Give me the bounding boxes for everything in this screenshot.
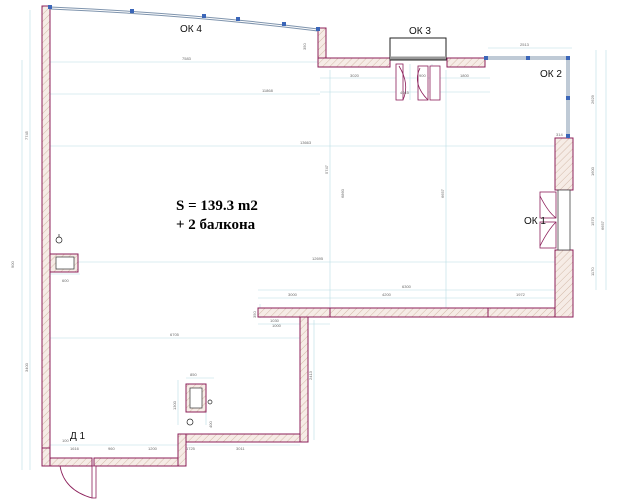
wall-top-right-seg (446, 57, 486, 68)
balcony-ok3[interactable] (389, 37, 447, 61)
area-line-1: S = 139.3 m2 (176, 198, 258, 214)
label-door: Д 1 (70, 431, 86, 442)
window-ok1[interactable] (539, 189, 571, 251)
svg-text:1200: 1200 (148, 446, 158, 451)
svg-text:1300: 1300 (172, 400, 177, 410)
svg-text:6300: 6300 (402, 284, 412, 289)
wall-bottom-right (177, 433, 187, 467)
wall-top-short (317, 27, 327, 59)
wall-left-lower (41, 447, 51, 467)
svg-text:3011: 3011 (236, 446, 245, 451)
wall-lower-vertical (299, 313, 309, 443)
balcony-door-ok3[interactable] (395, 63, 441, 101)
svg-text:4200: 4200 (382, 292, 392, 297)
svg-text:850: 850 (190, 372, 197, 377)
wall-bottom-mid (93, 457, 183, 467)
svg-text:2413: 2413 (308, 370, 313, 380)
svg-text:100: 100 (62, 438, 69, 443)
label-ok4: ОК 4 (180, 24, 202, 35)
svg-text:1030: 1030 (270, 318, 280, 323)
dimension-labels: 7583 11868 3020 900 1800 2513 13663 1269… (10, 42, 605, 451)
svg-text:7745: 7745 (24, 130, 29, 140)
wall-bay-left (257, 307, 331, 318)
dimension-lines (21, 10, 607, 470)
svg-text:314: 314 (556, 132, 563, 137)
svg-text:1570: 1570 (590, 216, 595, 226)
wall-left-upper (41, 5, 51, 449)
label-ok3: ОК 3 (409, 26, 431, 37)
svg-text:600: 600 (62, 278, 69, 283)
svg-text:6657: 6657 (600, 220, 605, 230)
svg-text:3000: 3000 (288, 292, 298, 297)
svg-text:960: 960 (108, 446, 115, 451)
wall-right-upper (554, 137, 574, 191)
svg-text:1616: 1616 (70, 446, 80, 451)
svg-text:1972: 1972 (516, 292, 526, 297)
svg-text:350: 350 (252, 311, 257, 318)
svg-text:13663: 13663 (300, 140, 312, 145)
svg-text:6860: 6860 (340, 188, 345, 198)
svg-text:3020: 3020 (350, 73, 360, 78)
svg-text:6657: 6657 (440, 188, 445, 198)
window-ok2[interactable] (484, 56, 570, 138)
svg-text:1725: 1725 (186, 446, 196, 451)
svg-text:4015: 4015 (400, 90, 410, 95)
svg-text:900: 900 (10, 261, 15, 268)
svg-text:6705: 6705 (170, 332, 180, 337)
wall-bay-right (487, 307, 559, 318)
svg-text:11868: 11868 (262, 88, 274, 93)
svg-text:1170: 1170 (590, 267, 595, 276)
svg-text:2513: 2513 (520, 42, 530, 47)
window-ok4-posts (48, 5, 320, 31)
wall-right-lower (554, 249, 574, 318)
svg-text:350: 350 (302, 43, 307, 50)
wall-bay-mid (329, 307, 489, 318)
label-ok1: ОК 1 (524, 216, 546, 227)
svg-text:1000: 1000 (272, 323, 282, 328)
svg-text:2629: 2629 (590, 94, 595, 104)
entrance-door[interactable] (59, 465, 97, 499)
svg-text:900: 900 (419, 73, 426, 78)
wall-lower-horizontal (185, 433, 309, 443)
wall-top-left-seg (317, 57, 391, 68)
svg-text:400: 400 (208, 421, 213, 428)
svg-text:5747: 5747 (324, 164, 329, 174)
svg-text:1600: 1600 (590, 166, 595, 176)
area-line-2: + 2 балкона (176, 217, 256, 233)
label-ok2: ОК 2 (540, 69, 562, 80)
walls (41, 5, 574, 467)
svg-text:12695: 12695 (312, 256, 324, 261)
svg-text:3400: 3400 (24, 362, 29, 372)
svg-text:7583: 7583 (182, 56, 192, 61)
svg-text:1800: 1800 (460, 73, 470, 78)
wall-bottom-left (49, 457, 93, 467)
duct-symbol-right (186, 399, 213, 426)
duct-symbol-left (55, 234, 63, 244)
